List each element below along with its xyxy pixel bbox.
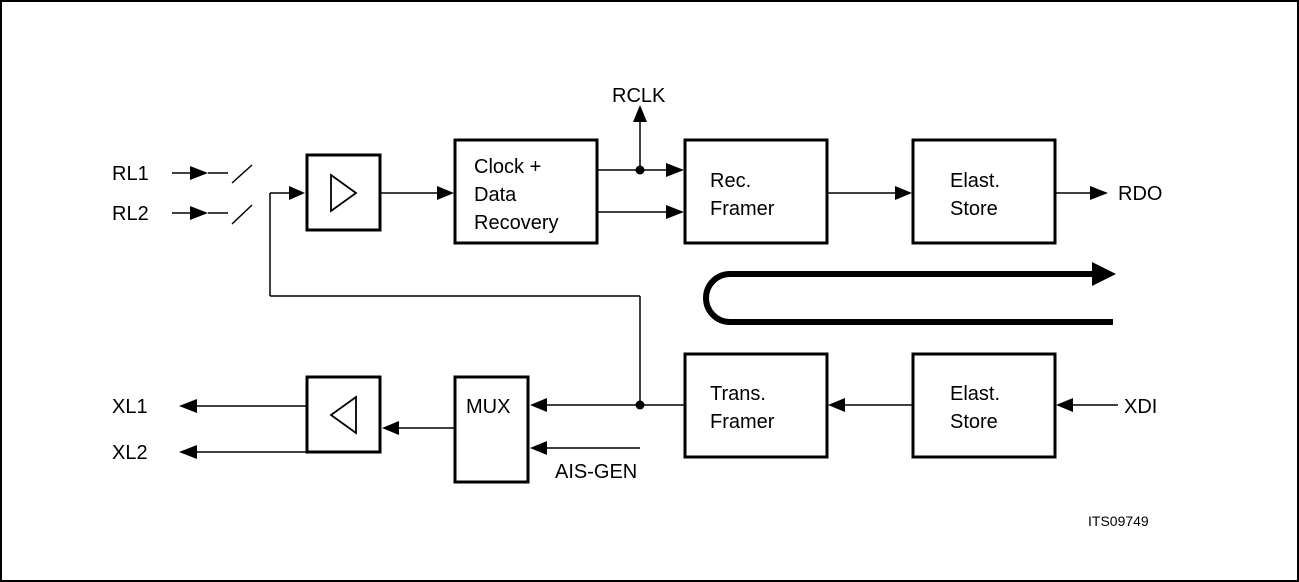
rl1-label: RL1 (112, 163, 149, 185)
clock-data-recovery-block (453, 138, 599, 245)
elast-store-rx-block (911, 138, 1057, 245)
rdo-label: RDO (1118, 183, 1162, 205)
rl1-connection (172, 164, 253, 184)
elast-tx-line1: Elast. (950, 383, 1000, 405)
cdr-line2: Data (474, 184, 517, 206)
amp-triangle-right-icon (330, 173, 358, 213)
loopback-wire (269, 186, 641, 405)
rl2-label: RL2 (112, 203, 149, 225)
figure-id: ITS09749 (1088, 513, 1149, 529)
mux-label: MUX (466, 396, 510, 418)
xl1-label: XL1 (112, 396, 148, 418)
xdi-label: XDI (1124, 396, 1157, 418)
trans-framer-block (683, 352, 829, 459)
cdr-to-framer (597, 105, 684, 219)
rl2-connection (172, 204, 253, 225)
receiver-amp-block (305, 153, 382, 232)
xl-outputs (179, 399, 307, 459)
rec-framer-line2: Framer (710, 198, 775, 220)
driver-triangle-left-icon (329, 395, 357, 435)
trans-framer-line1: Trans. (710, 383, 766, 405)
rec-framer-block (683, 138, 829, 245)
rec-framer-line1: Rec. (710, 170, 751, 192)
cdr-line3: Recovery (474, 212, 558, 234)
ais-gen-label: AIS-GEN (555, 461, 637, 483)
elast-tx-line2: Store (950, 411, 998, 433)
transmit-driver-block (305, 375, 382, 454)
elast-rx-line2: Store (950, 198, 998, 220)
elast-store-tx-block (911, 352, 1057, 459)
cdr-line1: Clock + (474, 156, 541, 178)
mux-block (453, 375, 530, 484)
trans-framer-line2: Framer (710, 411, 775, 433)
loop-arrow (703, 262, 1116, 325)
elast-rx-line1: Elast. (950, 170, 1000, 192)
xl2-label: XL2 (112, 442, 148, 464)
rclk-label: RCLK (612, 85, 666, 107)
